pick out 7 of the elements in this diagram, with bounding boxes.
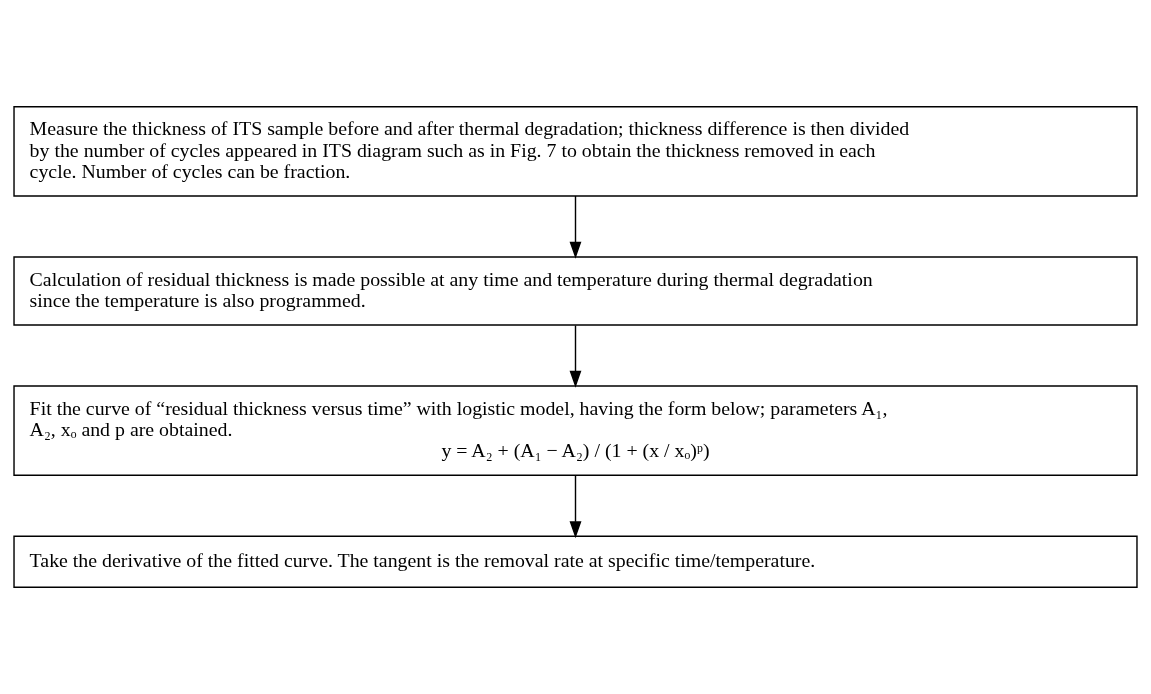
arrow [569,474,582,539]
node-box: Fit the curve of “residual thickness versus time” with logistic model, having the form below; parameters A₁, A₂, xₒ and p are obtained. y = A₂ + (A₁ − A₂) / (1 + (x / xₒ)ᵖ) [13,385,1138,477]
arrow [569,324,582,388]
arrow [569,195,582,259]
node-box: Take the derivative of the fitted curve. The tangent is the removal rate at specific time/temperature. [13,535,1138,589]
node-box: Measure the thickness of ITS sample before and after thermal degradation; thickness difference is then divided by the number of cycles appeared in ITS diagram such as in Fig. 7 to obtain the thickness removed in each cycle. Number of cycles can be fraction. [13,105,1138,197]
node-box: Calculation of residual thickness is made possible at any time and temperature during thermal degradation since the temperature is also programmed. [13,256,1138,326]
